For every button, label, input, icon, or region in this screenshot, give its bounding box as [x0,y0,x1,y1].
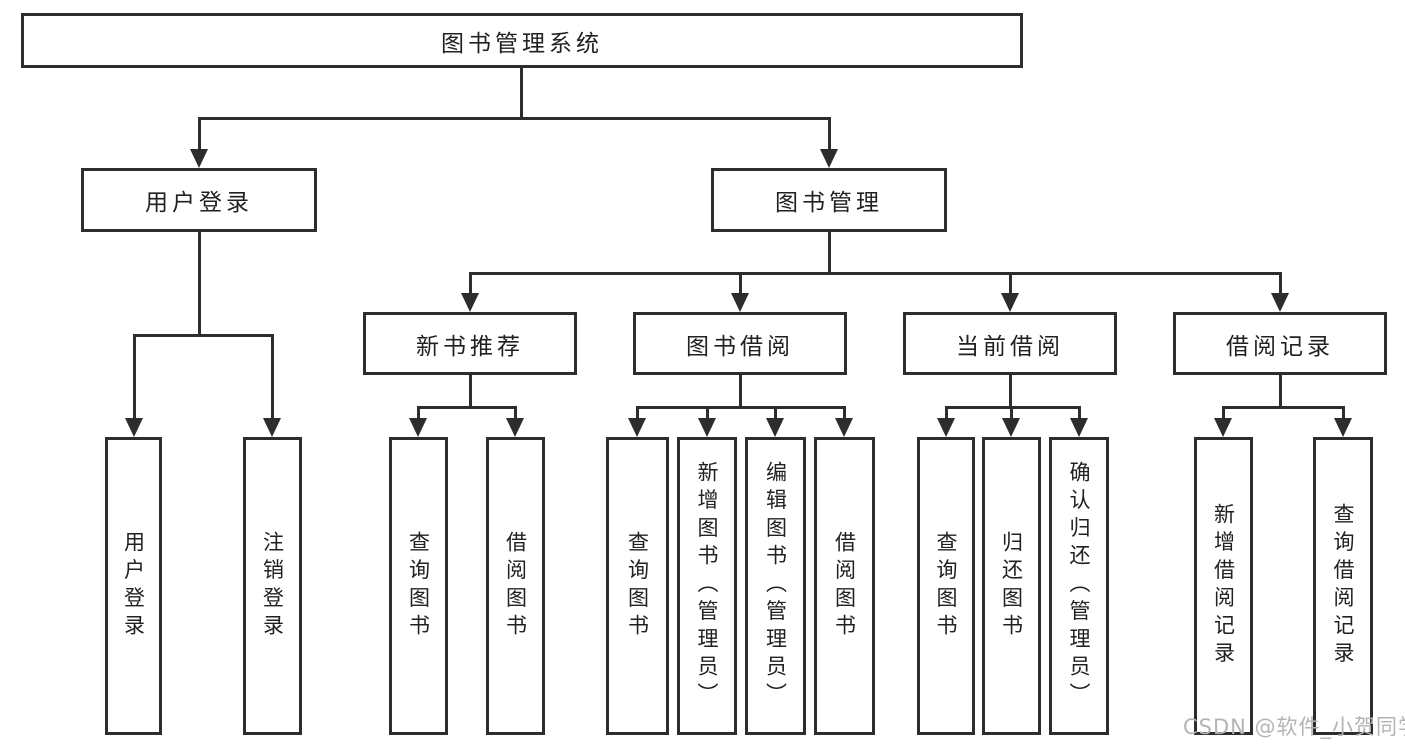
connector-bookmgmt-stem [828,232,831,273]
leaf-br-add-record: 新增借阅记录 [1194,437,1253,735]
leaf-user-login: 用户登录 [105,437,162,735]
arrow-down-icon [698,418,716,437]
arrow-down-icon [766,418,784,437]
leaf-nbr-query-books-label: 查询图书 [406,530,431,642]
leaf-bb-add-books-admin: 新增图书（管理员） [677,437,737,735]
connector-bb-drop-4 [843,407,846,419]
connector-nbr-bar [417,406,517,409]
leaf-nbr-borrow-books-label: 借阅图书 [503,530,528,642]
leaf-br-query-record-label: 查询借阅记录 [1331,502,1355,670]
arrow-down-icon [835,418,853,437]
node-current-borrow: 当前借阅 [903,312,1117,375]
arrow-down-icon [1214,418,1232,437]
connector-bookmgmt-drop-4 [1279,273,1282,294]
leaf-bb-edit-books-admin-label: 编辑图书（管理员） [763,461,788,711]
node-new-book-recommend: 新书推荐 [363,312,577,375]
leaf-cb-confirm-return-admin-label: 确认归还（管理员） [1067,461,1091,711]
connector-nbr-drop-2 [514,407,517,419]
arrow-down-icon [461,293,479,312]
leaf-cb-confirm-return-admin: 确认归还（管理员） [1049,437,1109,735]
leaf-bb-edit-books-admin: 编辑图书（管理员） [745,437,806,735]
connector-userlogin-stem [198,232,201,335]
connector-bb-drop-1 [636,407,639,419]
arrow-down-icon [937,418,955,437]
connector-cb-drop-3 [1078,407,1081,419]
connector-br-drop-2 [1342,407,1345,419]
arrow-down-icon [125,418,143,437]
leaf-bb-query-books-label: 查询图书 [625,530,650,642]
node-root: 图书管理系统 [21,13,1023,68]
leaf-user-login-label: 用户登录 [121,530,146,642]
leaf-cb-query-books: 查询图书 [917,437,975,735]
node-root-label: 图书管理系统 [441,30,603,57]
node-borrow-records: 借阅记录 [1173,312,1387,375]
node-user-login: 用户登录 [81,168,317,232]
node-book-management: 图书管理 [711,168,947,232]
connector-nbr-drop-1 [417,407,420,419]
leaf-logout-label: 注销登录 [260,530,285,642]
connector-br-stem [1279,375,1282,407]
leaf-bb-borrow-books-label: 借阅图书 [832,530,857,642]
arrow-down-icon [820,149,838,168]
leaf-br-query-record: 查询借阅记录 [1313,437,1373,735]
leaf-nbr-borrow-books: 借阅图书 [486,437,545,735]
connector-bookmgmt-drop-3 [1009,273,1012,294]
connector-cb-drop-2 [1010,407,1013,419]
arrow-down-icon [190,149,208,168]
leaf-cb-return-books: 归还图书 [982,437,1041,735]
node-book-borrow-label: 图书借阅 [686,333,794,360]
arrow-down-icon [1001,293,1019,312]
connector-bookmgmt-drop-2 [739,273,742,294]
leaf-cb-return-books-label: 归还图书 [999,530,1024,642]
connector-userlogin-drop-1 [133,335,136,419]
connector-root-stem [520,68,523,118]
leaf-logout: 注销登录 [243,437,302,735]
node-new-book-recommend-label: 新书推荐 [416,333,524,360]
node-current-borrow-label: 当前借阅 [956,333,1064,360]
leaf-bb-query-books: 查询图书 [606,437,669,735]
connector-bookmgmt-drop-1 [469,273,472,294]
connector-userlogin-drop-2 [271,335,274,419]
arrow-down-icon [1070,418,1088,437]
connector-root-drop-left [198,118,201,151]
connector-root-drop-right [828,118,831,151]
node-borrow-records-label: 借阅记录 [1226,333,1334,360]
leaf-bb-add-books-admin-label: 新增图书（管理员） [695,461,719,711]
connector-br-bar [1222,406,1345,409]
connector-cb-drop-1 [945,407,948,419]
arrow-down-icon [1271,293,1289,312]
node-user-login-label: 用户登录 [145,190,253,216]
arrow-down-icon [506,418,524,437]
leaf-br-add-record-label: 新增借阅记录 [1211,502,1236,670]
arrow-down-icon [409,418,427,437]
csdn-watermark: CSDN @软件_小贺同学 [1183,715,1405,739]
connector-br-drop-1 [1222,407,1225,419]
leaf-nbr-query-books: 查询图书 [389,437,448,735]
leaf-cb-query-books-label: 查询图书 [934,530,958,642]
arrow-down-icon [263,418,281,437]
connector-root-bar [198,117,831,120]
connector-bookmgmt-bar [469,272,1282,275]
node-book-management-label: 图书管理 [775,190,883,216]
connector-bb-drop-3 [774,407,777,419]
connector-bb-drop-2 [706,407,709,419]
arrow-down-icon [628,418,646,437]
arrow-down-icon [1002,418,1020,437]
arrow-down-icon [731,293,749,312]
leaf-bb-borrow-books: 借阅图书 [814,437,875,735]
connector-bb-stem [739,375,742,407]
connector-cb-stem [1009,375,1012,407]
connector-bb-bar [636,406,846,409]
arrow-down-icon [1334,418,1352,437]
node-book-borrow: 图书借阅 [633,312,847,375]
connector-userlogin-bar [133,334,274,337]
connector-cb-bar [945,406,1081,409]
connector-nbr-stem [469,375,472,407]
